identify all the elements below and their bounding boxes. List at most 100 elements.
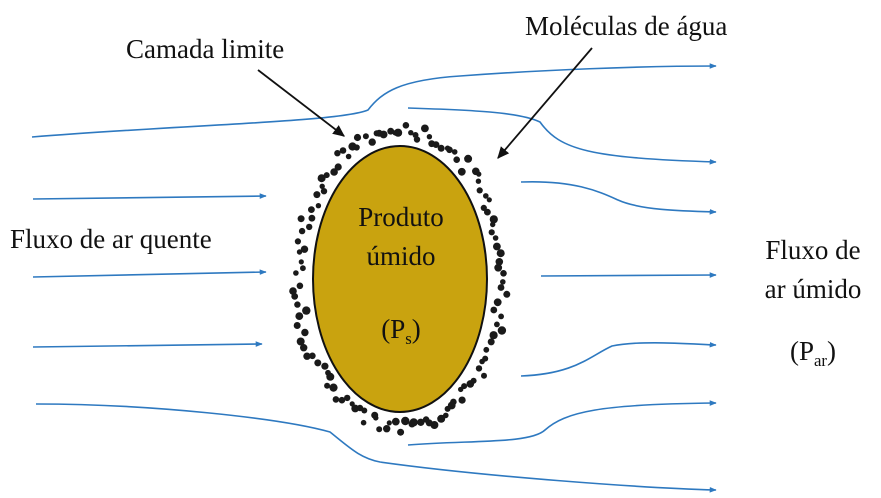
water-molecule-dot: [479, 358, 485, 365]
water-molecule-dot: [446, 146, 453, 154]
water-molecules: [289, 122, 511, 436]
water-molecule-dot: [476, 187, 483, 194]
water-molecule-dot: [451, 149, 458, 155]
water-molecule-dot: [484, 208, 491, 216]
air-pressure-label: (Par): [789, 336, 837, 370]
water-molecule-dot: [413, 136, 421, 143]
water-molecule-dot: [294, 301, 301, 308]
water-molecule-dot: [493, 298, 502, 307]
water-molecule-dot: [349, 401, 355, 407]
water-molecule-dot: [324, 382, 331, 389]
water-molecule-dot: [293, 270, 299, 276]
water-molecule-dot: [306, 223, 313, 231]
outflow-line-3: [540, 272, 717, 278]
water-molecule-dot: [353, 144, 360, 151]
water-molecule-dot: [503, 290, 511, 298]
water-molecule-dot: [289, 287, 297, 295]
water-molecule-dot: [417, 418, 425, 426]
water-molecule-dot: [387, 127, 395, 135]
water-molecule-dot: [391, 417, 400, 426]
water-molecule-dot: [408, 130, 414, 136]
product-label-line1: Produto: [358, 202, 444, 232]
water-molecule-dot: [298, 259, 304, 265]
water-molecule-dot: [500, 270, 507, 277]
inflow-arrow-3: [32, 341, 263, 348]
water-molecule-dot: [498, 313, 504, 320]
water-molecule-dot: [345, 153, 352, 160]
water-molecule-dot: [500, 279, 506, 285]
water-molecule-dot: [353, 133, 362, 142]
product-pressure-symbol: P: [390, 314, 406, 344]
water-molecule-dot: [300, 245, 309, 253]
inflow-lines: [31, 63, 717, 493]
water-molecule-dot: [323, 172, 330, 179]
water-molecule-dot: [386, 420, 392, 426]
water-molecule-dot: [296, 249, 303, 255]
water-molecule-dot: [330, 168, 338, 176]
outflow-line-2: [520, 180, 717, 215]
water-molecule-dot: [314, 359, 322, 367]
water-molecule-dot: [483, 193, 489, 199]
outflow-line-5: [407, 400, 717, 446]
boundary-layer-label: Camada limite: [126, 34, 285, 64]
water-molecule-dot: [481, 372, 487, 379]
water-molecules-label: Moléculas de água: [525, 11, 728, 41]
water-molecule-dot: [303, 352, 311, 360]
water-molecule-dot: [329, 383, 338, 392]
product-pressure-label: (Ps): [381, 314, 421, 348]
water-molecule-dot: [321, 362, 329, 370]
water-molecule-dot: [332, 396, 340, 403]
water-molecule-dot: [383, 425, 391, 433]
wet-product-ellipse: [312, 145, 488, 413]
water-molecule-dot: [421, 124, 429, 133]
water-molecule-dot: [494, 263, 503, 272]
water-molecule-dot: [344, 394, 351, 402]
water-molecule-dot: [294, 238, 301, 245]
water-molecule-dot: [444, 405, 451, 412]
water-molecule-dot: [397, 428, 405, 436]
water-molecule-dot: [334, 150, 341, 157]
water-molecule-dot: [475, 365, 483, 372]
water-molecule-dot: [338, 396, 346, 404]
water-molecule-dot: [309, 352, 316, 360]
water-molecule-dot: [402, 122, 410, 129]
water-molecule-dot: [486, 197, 492, 203]
water-molecule-dot: [494, 321, 500, 328]
water-molecule-dot: [483, 346, 490, 353]
water-molecule-dot: [437, 144, 445, 152]
water-molecule-dot: [496, 249, 505, 258]
water-molecule-dot: [495, 258, 504, 266]
water-molecule-dot: [320, 188, 328, 195]
air-pressure-symbol: P: [798, 336, 814, 366]
water-molecule-dot: [497, 326, 507, 335]
inflow-top-curve: [31, 63, 717, 138]
water-molecule-dot: [489, 215, 498, 224]
water-molecule-dot: [313, 191, 321, 199]
humid-air-label-line2: ar úmido: [764, 274, 862, 304]
water-molecule-dot: [432, 141, 440, 149]
water-molecule-dot: [368, 138, 376, 146]
water-molecule-dot: [488, 229, 495, 236]
water-molecule-dot: [426, 134, 433, 140]
water-molecule-dot: [437, 414, 446, 423]
water-molecule-dot: [297, 215, 305, 223]
water-molecule-dot: [453, 156, 461, 163]
water-molecule-dot: [300, 344, 308, 352]
water-molecule-dot: [315, 203, 322, 209]
outflow-lines: [407, 107, 717, 446]
water-molecule-dot: [293, 322, 301, 329]
water-molecules-pointer: [497, 47, 593, 159]
air-pressure-subscript: ar: [814, 350, 828, 370]
water-molecule-dot: [334, 163, 342, 171]
water-molecule-dot: [487, 338, 495, 346]
water-molecule-dot: [302, 306, 311, 315]
water-molecule-dot: [408, 420, 416, 428]
water-molecule-dot: [493, 242, 501, 251]
boundary-layer-pointer: [257, 69, 345, 137]
water-molecule-dot: [457, 167, 466, 176]
water-molecule-dot: [295, 312, 304, 320]
water-molecule-dot: [422, 416, 430, 423]
water-molecule-dot: [301, 328, 309, 337]
water-molecule-dot: [489, 331, 498, 340]
